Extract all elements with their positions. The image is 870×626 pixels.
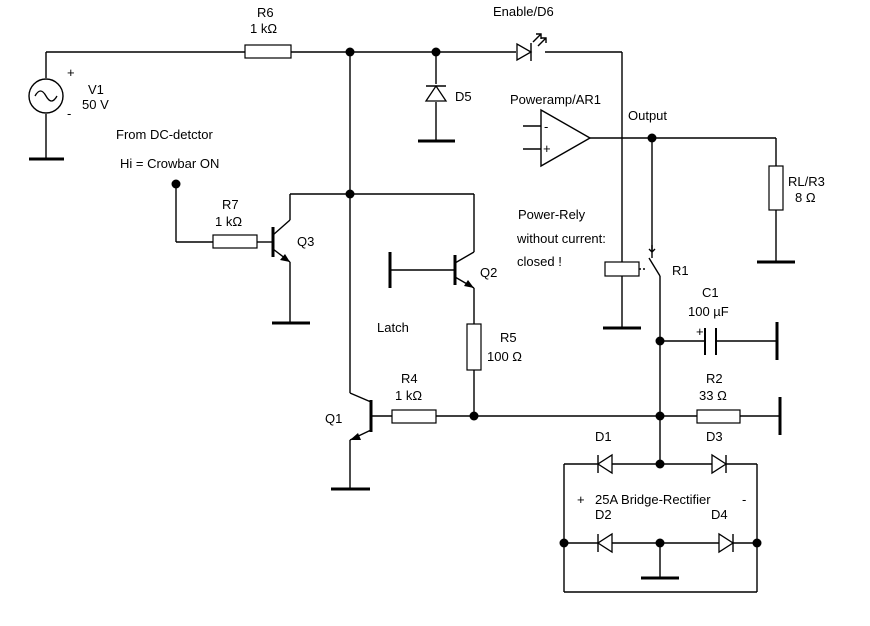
resistor-r6: R6 1 kΩ [244, 5, 292, 59]
diode-d1: D1 [595, 429, 613, 475]
junction-dot [752, 538, 762, 548]
r1-label: R1 [672, 263, 689, 278]
transistor-q2: Q2 [453, 251, 497, 289]
transistor-q3: Q3 [271, 219, 314, 263]
capacitor-c1: + C1 100 µF [688, 285, 729, 355]
transistor-q1: Q1 [325, 400, 373, 440]
junction-dot [469, 411, 479, 421]
voltage-source-v1: + - V1 50 V [28, 65, 109, 121]
bridge-minus: - [742, 492, 746, 507]
diode-d3: D3 [706, 429, 728, 475]
v1-value: 50 V [82, 97, 109, 112]
resistor-r7: R7 1 kΩ [212, 197, 258, 249]
d6-label: Enable/D6 [493, 4, 554, 19]
junction-dot [345, 47, 355, 57]
r6-label: R6 [257, 5, 274, 20]
ground-symbols [29, 139, 795, 580]
r2-label: R2 [706, 371, 723, 386]
ar1-plus: + [543, 141, 551, 156]
q3-label: Q3 [297, 234, 314, 249]
d1-label: D1 [595, 429, 612, 444]
ar1-minus: - [544, 119, 548, 134]
junction-dot [655, 538, 665, 548]
input-terminal-dot [171, 179, 181, 189]
bridge-rectifier: + 25A Bridge-Rectifier - [577, 492, 746, 507]
rl-value: 8 Ω [795, 190, 816, 205]
junction-dot [431, 47, 441, 57]
rl-label: RL/R3 [788, 174, 825, 189]
crowbar-note: Hi = Crowbar ON [120, 156, 219, 171]
r5-value: 100 Ω [487, 349, 522, 364]
junction-dot [647, 133, 657, 143]
output-label: Output [628, 108, 667, 123]
resistor-rl: RL/R3 8 Ω [768, 165, 825, 211]
latch-note: Latch [377, 320, 409, 335]
v1-plus-sign: + [67, 65, 75, 80]
junction-dot [655, 336, 665, 346]
d4-label: D4 [711, 507, 728, 522]
q2-label: Q2 [480, 265, 497, 280]
junction-dot [655, 459, 665, 469]
junction-dot [345, 189, 355, 199]
q1-label: Q1 [325, 411, 342, 426]
junction-dots [171, 47, 762, 548]
c1-label: C1 [702, 285, 719, 300]
resistor-r4: R4 1 kΩ [391, 371, 437, 424]
dc-detector-note: From DC-detctor [116, 127, 213, 142]
diode-d4: D4 [711, 507, 735, 554]
v1-label: V1 [88, 82, 104, 97]
c1-plus: + [696, 324, 704, 339]
v1-minus-sign: - [67, 106, 71, 121]
diode-d2: D2 [595, 507, 613, 554]
r2-value: 33 Ω [699, 388, 727, 403]
relay-note-line2: without current: [516, 231, 606, 246]
c1-value: 100 µF [688, 304, 729, 319]
bridge-label: 25A Bridge-Rectifier [595, 492, 711, 507]
r4-label: R4 [401, 371, 418, 386]
relay-note-line3: closed ! [517, 254, 562, 269]
r4-value: 1 kΩ [395, 388, 422, 403]
bridge-plus: + [577, 492, 585, 507]
junction-dot [655, 411, 665, 421]
ar1-label: Poweramp/AR1 [510, 92, 601, 107]
opamp-ar1: - + Poweramp/AR1 [510, 92, 601, 168]
d2-label: D2 [595, 507, 612, 522]
resistor-r2: R2 33 Ω [696, 371, 741, 424]
r6-value: 1 kΩ [250, 21, 277, 36]
d3-label: D3 [706, 429, 723, 444]
r7-label: R7 [222, 197, 239, 212]
diode-d5: D5 [424, 84, 472, 104]
relay-r1: R1 [604, 245, 689, 278]
resistor-r5: R5 100 Ω [466, 323, 522, 371]
r5-label: R5 [500, 330, 517, 345]
d5-label: D5 [455, 89, 472, 104]
relay-note-line1: Power-Rely [518, 207, 586, 222]
junction-dot [559, 538, 569, 548]
r7-value: 1 kΩ [215, 214, 242, 229]
led-d6: Enable/D6 [493, 4, 554, 62]
